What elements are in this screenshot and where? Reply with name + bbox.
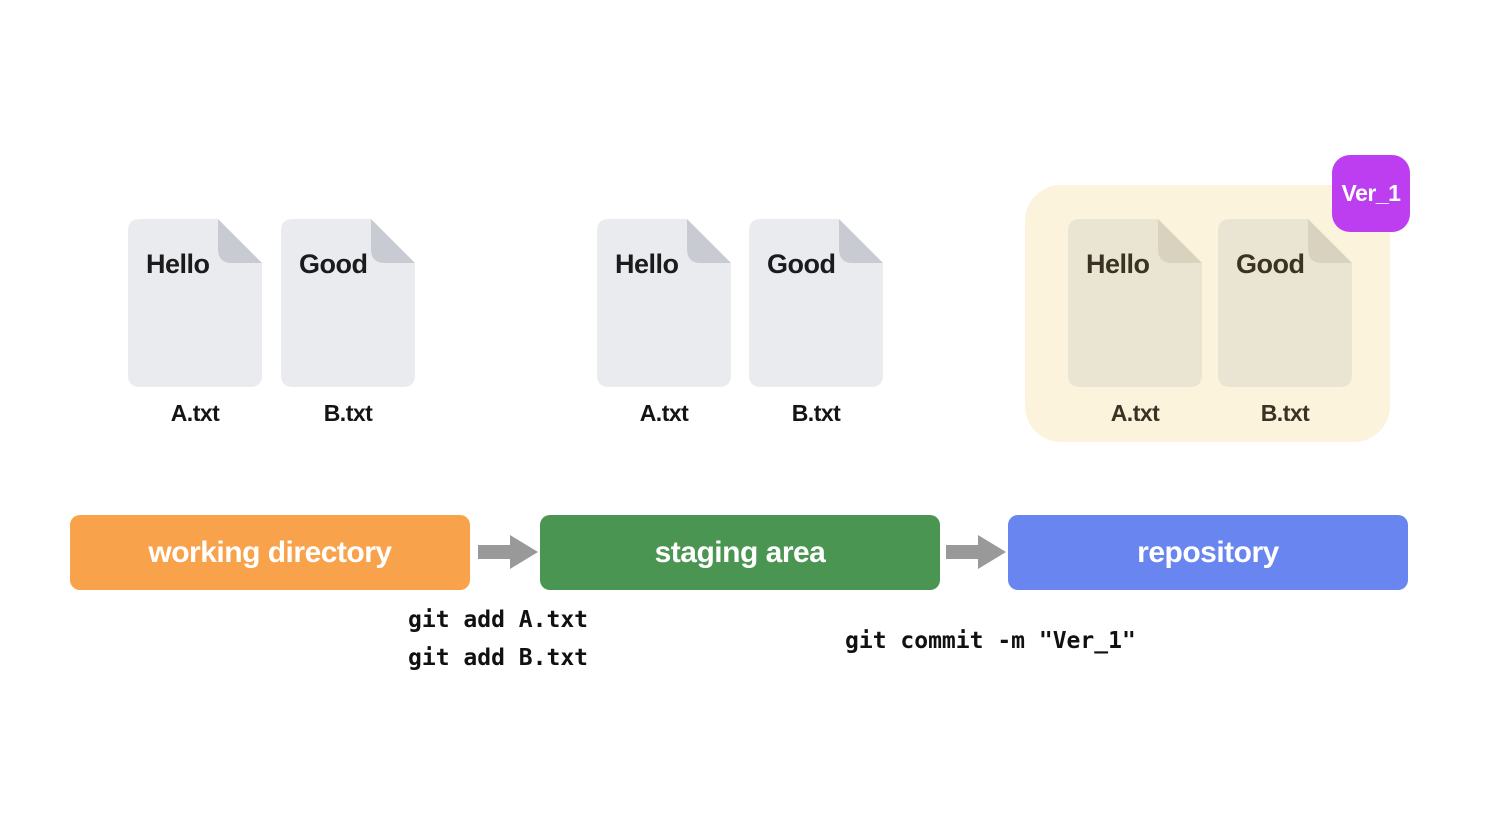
folded-corner <box>218 219 262 263</box>
document-icon <box>281 219 415 387</box>
repository-snapshot-panel: Hello A.txt Good B.txt <box>1025 185 1390 442</box>
folded-corner <box>371 219 415 263</box>
version-badge: Ver_1 <box>1332 155 1410 232</box>
file-icon: Hello <box>128 219 262 387</box>
file-icon: Good <box>749 219 883 387</box>
document-icon <box>128 219 262 387</box>
file-name-label: A.txt <box>1110 400 1160 426</box>
file-name-label: B.txt <box>323 400 373 426</box>
arrow-right-icon <box>946 535 1006 569</box>
stage-repository: repository <box>1008 515 1408 590</box>
file-working-b: Good B.txt <box>281 219 415 427</box>
file-name-label: A.txt <box>639 400 689 426</box>
folded-corner <box>687 219 731 263</box>
git-add-line-2: git add B.txt <box>408 645 589 671</box>
document-icon <box>1218 219 1352 387</box>
stage-working-directory: working directory <box>70 515 470 590</box>
file-icon: Good <box>1218 219 1352 387</box>
file-content: Good <box>299 249 368 279</box>
document-icon <box>749 219 883 387</box>
git-add-line-1: git add A.txt <box>408 607 589 633</box>
file-name-label: A.txt <box>170 400 220 426</box>
file-content: Hello <box>146 249 210 279</box>
document-icon <box>1068 219 1202 387</box>
file-name-label: B.txt <box>1260 400 1310 426</box>
git-commit-command: git commit -m "Ver_1" <box>845 628 1136 654</box>
file-repo-b: Good B.txt <box>1218 219 1352 427</box>
arrow-right-icon <box>478 535 538 569</box>
file-staging-a: Hello A.txt <box>597 219 731 427</box>
folded-corner <box>839 219 883 263</box>
file-content: Hello <box>1086 249 1150 279</box>
file-content: Good <box>1236 249 1305 279</box>
file-icon: Hello <box>1068 219 1202 387</box>
file-content: Good <box>767 249 836 279</box>
stage-staging-area: staging area <box>540 515 940 590</box>
file-icon: Good <box>281 219 415 387</box>
folded-corner <box>1158 219 1202 263</box>
file-icon: Hello <box>597 219 731 387</box>
file-staging-b: Good B.txt <box>749 219 883 427</box>
file-name-label: B.txt <box>791 400 841 426</box>
git-add-commands: git add A.txt git add B.txt <box>408 601 588 677</box>
file-working-a: Hello A.txt <box>128 219 262 427</box>
document-icon <box>597 219 731 387</box>
folded-corner <box>1308 219 1352 263</box>
file-content: Hello <box>615 249 679 279</box>
file-repo-a: Hello A.txt <box>1068 219 1202 427</box>
